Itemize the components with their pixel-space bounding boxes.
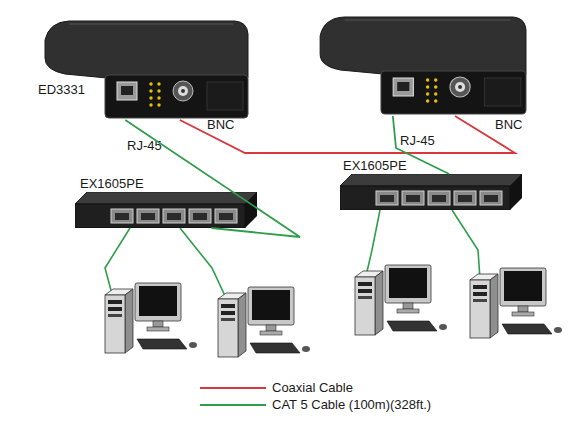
bnc-ring	[455, 82, 465, 92]
switch-top	[340, 174, 522, 186]
device-top	[320, 17, 526, 74]
cat5-wire	[105, 228, 130, 294]
rj45-socket	[121, 86, 133, 95]
legend-entry: Coaxial Cable	[200, 379, 353, 395]
port-socket	[432, 195, 446, 202]
legend-sample	[200, 381, 266, 395]
switch-front	[340, 186, 510, 210]
model-label: EX1605PE	[343, 158, 407, 173]
ethernet-port	[137, 209, 159, 223]
device-panel	[484, 78, 521, 106]
legend-entry: CAT 5 Cable (100m)(328ft.)	[200, 396, 431, 412]
status-led	[426, 99, 429, 102]
ethernet-port	[480, 191, 502, 205]
status-led	[157, 89, 160, 92]
device-label: ED3331	[38, 82, 85, 97]
port-socket	[141, 213, 155, 220]
port-socket	[484, 195, 498, 202]
port-label: BNC	[495, 117, 522, 132]
computer	[218, 287, 310, 357]
computer	[470, 268, 562, 338]
status-led	[426, 85, 429, 88]
status-led	[434, 78, 437, 81]
model-label: EX1605PE	[80, 176, 144, 191]
port-socket	[167, 213, 181, 220]
device-panel	[207, 82, 243, 110]
status-led	[426, 92, 429, 95]
switch-front	[75, 204, 245, 228]
cat5-wire	[180, 228, 226, 298]
ethernet-port	[215, 209, 237, 223]
port-socket	[406, 195, 420, 202]
ethernet-port	[189, 209, 211, 223]
rj45-port	[117, 82, 137, 100]
device-outline	[35, 18, 250, 120]
extender-device: RJ-45BNC	[310, 14, 528, 116]
status-led	[149, 82, 152, 85]
port-socket	[115, 213, 129, 220]
computer	[355, 265, 447, 335]
legend-sample	[200, 398, 266, 412]
status-led	[434, 85, 437, 88]
rj45-port	[393, 78, 413, 96]
rj45-socket	[397, 82, 409, 91]
device-edge	[344, 19, 510, 20]
cat5-wire	[452, 210, 480, 279]
port-socket	[219, 213, 233, 220]
legend-line	[200, 404, 266, 406]
device-front	[105, 75, 248, 118]
extender-device: ED3331RJ-45BNC	[35, 18, 250, 120]
status-led	[426, 78, 429, 81]
ethernet-port	[376, 191, 398, 205]
device-edge	[69, 23, 233, 24]
cat5-wire	[366, 210, 380, 276]
port-label: BNC	[207, 117, 234, 132]
ethernet-port	[111, 209, 133, 223]
bnc-pin	[181, 89, 185, 93]
switch-side	[510, 174, 522, 210]
device-front	[381, 71, 526, 114]
bnc-ring	[178, 86, 188, 96]
status-led	[157, 96, 160, 99]
switch-outline	[75, 192, 257, 228]
port-socket	[193, 213, 207, 220]
status-led	[434, 99, 437, 102]
legend-line	[200, 387, 266, 389]
status-led	[149, 89, 152, 92]
port-label: RJ-45	[400, 133, 435, 148]
status-led	[434, 92, 437, 95]
legend-text: CAT 5 Cable (100m)(328ft.)	[272, 397, 431, 412]
bnc-connector	[450, 77, 470, 97]
status-led	[157, 103, 160, 106]
bnc-connector	[173, 81, 193, 101]
device-outline	[310, 14, 528, 116]
status-led	[149, 96, 152, 99]
legend-text: Coaxial Cable	[272, 380, 353, 395]
ethernet-port	[163, 209, 185, 223]
device-top	[45, 21, 248, 78]
ethernet-port	[402, 191, 424, 205]
switch-side	[245, 192, 257, 228]
ethernet-port	[454, 191, 476, 205]
bnc-pin	[458, 85, 462, 89]
port-label: RJ-45	[127, 138, 162, 153]
network-switch: EX1605PE	[75, 192, 257, 228]
switch-top	[75, 192, 257, 204]
switch-outline	[340, 174, 522, 210]
coaxial-cable	[180, 116, 515, 153]
status-led	[157, 82, 160, 85]
network-switch: EX1605PE	[340, 174, 522, 210]
port-socket	[458, 195, 472, 202]
computer	[105, 283, 197, 353]
ethernet-port	[428, 191, 450, 205]
port-socket	[380, 195, 394, 202]
status-led	[149, 103, 152, 106]
